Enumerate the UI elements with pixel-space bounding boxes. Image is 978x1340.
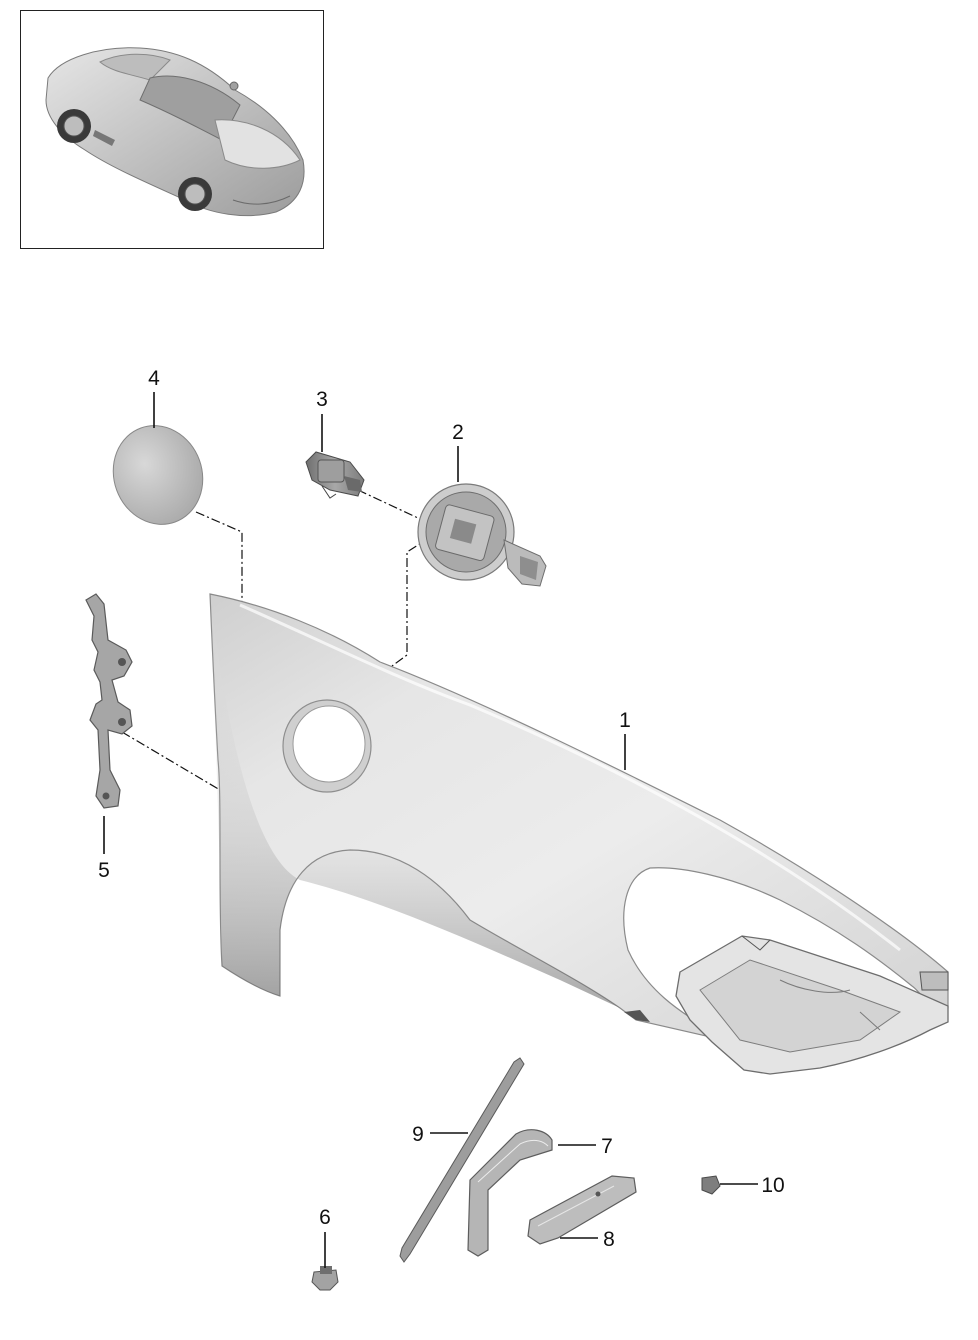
- callout-1: 1: [619, 709, 631, 732]
- part-5-bracket: [85, 593, 133, 809]
- callout-10: 10: [761, 1174, 784, 1197]
- callout-4: 4: [148, 367, 160, 390]
- callout-labels: 4 3 2 1 5 6 9 7 8 10: [98, 367, 785, 1251]
- part-10-clip-nut: [701, 1175, 721, 1195]
- part-4-fuel-filler-flap: [112, 425, 204, 525]
- callout-8: 8: [603, 1228, 615, 1251]
- callout-9: 9: [412, 1123, 424, 1146]
- part-1-fender: [209, 593, 949, 1075]
- part-7-bracket: [467, 1129, 553, 1257]
- callout-2: 2: [452, 421, 464, 444]
- callout-7: 7: [601, 1135, 613, 1158]
- car-illustration: [45, 47, 305, 217]
- callout-leader-lines: [103, 392, 758, 1268]
- callout-5: 5: [98, 859, 110, 882]
- vehicle-thumbnail: [20, 10, 324, 249]
- part-8-bracket: [527, 1175, 637, 1245]
- callout-3: 3: [316, 388, 328, 411]
- part-6-clip: [311, 1266, 339, 1291]
- callout-6: 6: [319, 1206, 331, 1229]
- part-2-fuel-filler-housing: [417, 483, 547, 587]
- part-9-strut: [399, 1057, 525, 1263]
- part-3-actuator: [305, 451, 365, 499]
